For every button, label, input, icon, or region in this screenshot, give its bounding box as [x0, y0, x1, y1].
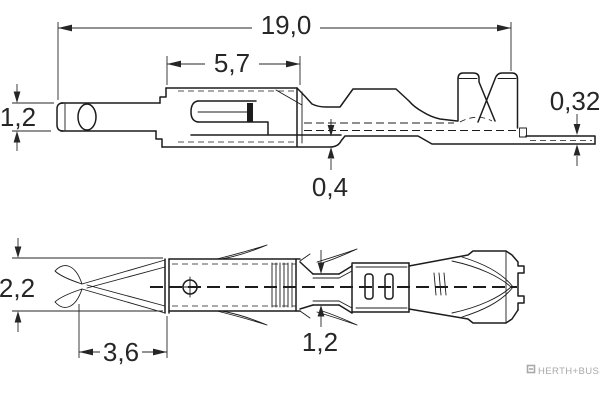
dim-label-neck-width: 1,2: [302, 327, 338, 357]
dimension-body-width: 2,2: [0, 238, 163, 332]
neck-section: [299, 253, 353, 319]
dim-label-spring-arm-length: 3,6: [103, 337, 139, 367]
insulation-crimp-sleeve: [408, 250, 525, 324]
herth-buss-logo-icon: [526, 364, 536, 374]
dimension-tip-height: 1,2: [0, 84, 54, 151]
dim-label-tip-height: 1,2: [0, 102, 36, 132]
contact-box-plan: [168, 244, 301, 326]
dimension-rear-material-thickness: 0,32: [550, 86, 600, 166]
dim-label-rear-material-thickness: 0,32: [550, 86, 600, 116]
side-view-drawing: 19,0 5,7 1,2 0,32: [0, 10, 600, 202]
dim-label-base-material-thickness: 0,4: [312, 172, 348, 202]
locking-lances: [457, 72, 519, 129]
dimension-spring-arm-length: 3,6: [78, 304, 168, 367]
dim-label-contact-box-length: 5,7: [214, 48, 250, 78]
dimension-base-material-thickness: 0,4: [312, 119, 348, 202]
pin-contact-tip: [56, 102, 161, 132]
herth-buss-logo-text: HERTH+BUSS: [538, 366, 600, 377]
contact-box-side: [155, 87, 596, 148]
dimension-neck-width: 1,2: [302, 250, 338, 357]
herth-buss-logo: HERTH+BUSS: [526, 364, 600, 377]
crimp-profile: [296, 87, 518, 131]
plan-view-drawing: 2,2 3,6 1,2: [0, 238, 525, 367]
dim-label-body-width: 2,2: [0, 273, 35, 303]
fork-spring-contacts: [54, 258, 170, 314]
dimension-overall-length: 19,0: [57, 10, 512, 100]
dim-label-overall-length: 19,0: [261, 10, 312, 40]
dimension-contact-box-length: 5,7: [166, 48, 301, 85]
carrier-strip: [519, 127, 596, 145]
conductor-crimp-barrel: [316, 248, 410, 326]
